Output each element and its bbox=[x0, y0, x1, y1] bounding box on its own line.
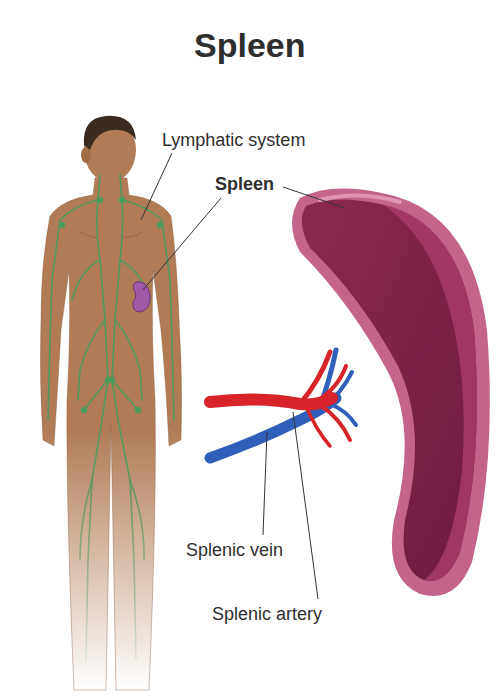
title-text: Spleen bbox=[194, 26, 305, 65]
spleen-organ bbox=[292, 189, 490, 596]
vein-label: Splenic vein bbox=[186, 540, 283, 561]
organ-label: Spleen bbox=[215, 174, 274, 195]
lymphatic-vessels bbox=[48, 175, 174, 660]
artery-label: Splenic artery bbox=[212, 604, 322, 625]
splenic-artery bbox=[210, 352, 350, 446]
small-spleen bbox=[133, 282, 150, 312]
splenic-vein bbox=[210, 350, 356, 458]
leader-lines bbox=[141, 153, 345, 599]
human-figure bbox=[40, 116, 181, 690]
lymphatic-label: Lymphatic system bbox=[162, 130, 305, 151]
